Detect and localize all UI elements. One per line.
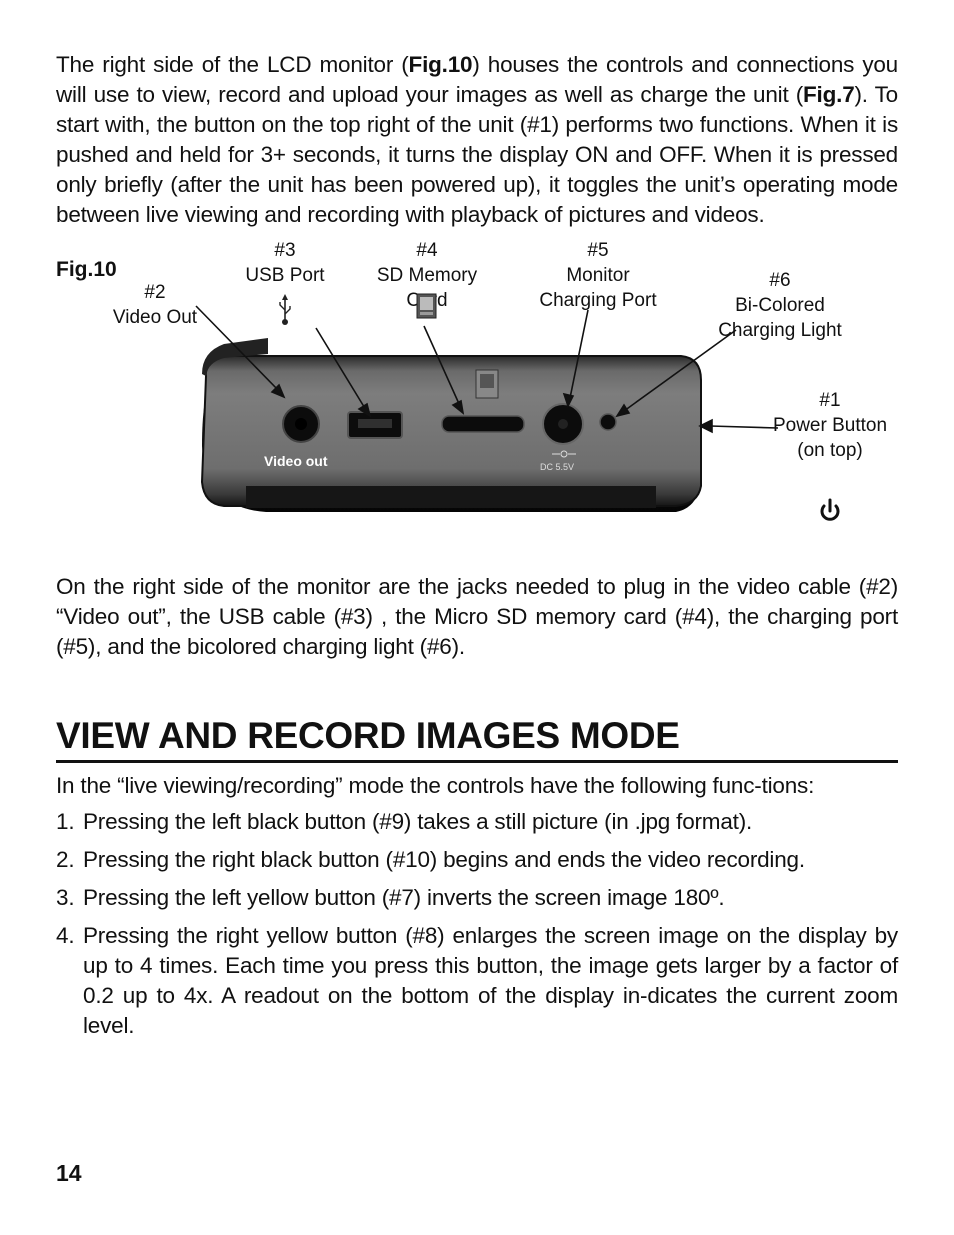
list-item-text: Pressing the right black button (#10) be… bbox=[83, 847, 805, 872]
device-illustration: Video out DC 5.5V bbox=[195, 293, 840, 521]
sd-card-slot bbox=[441, 415, 525, 433]
callout-usb-port: #3 USB Port bbox=[230, 238, 340, 288]
callout-usb-label: USB Port bbox=[245, 265, 325, 286]
figure-10: Fig.10 #2 Video Out #3 USB Port #4 SD Me… bbox=[56, 240, 898, 556]
list-item-number: 4. bbox=[56, 923, 75, 948]
video-out-device-label: Video out bbox=[264, 453, 328, 469]
callout-charging-light: #6 Bi-Colored Charging Light bbox=[708, 268, 852, 343]
callout-usb-number: #3 bbox=[274, 240, 296, 261]
callout-charging-port: #5 Monitor Charging Port bbox=[528, 238, 668, 313]
list-item-number: 3. bbox=[56, 885, 75, 910]
dc-label: DC 5.5V bbox=[540, 462, 574, 472]
list-item-text: Pressing the left yellow button (#7) inv… bbox=[83, 885, 725, 910]
callout-power-label-2: (on top) bbox=[797, 440, 863, 461]
body-paragraph: On the right side of the monitor are the… bbox=[56, 574, 898, 659]
intro-paragraph: The right side of the LCD monitor (Fig.1… bbox=[56, 50, 898, 230]
callout-sd-label-1: SD Memory bbox=[376, 265, 478, 286]
callout-sd-number: #4 bbox=[416, 240, 438, 261]
intro-text-1: The right side of the LCD monitor ( bbox=[56, 52, 409, 77]
callout-power-button: #1 Power Button (on top) bbox=[766, 388, 894, 463]
intro-text-2: ) houses the controls and connections yo… bbox=[56, 52, 898, 107]
callout-light-label-2: Charging Light bbox=[718, 320, 842, 341]
section-intro: In the “live viewing/recording” mode the… bbox=[56, 773, 815, 798]
list-item-number: 1. bbox=[56, 809, 75, 834]
list-item: 1. Pressing the left black button (#9) ta… bbox=[56, 807, 898, 837]
list-item: 3. Pressing the left yellow button (#7) i… bbox=[56, 883, 898, 913]
list-item-text: Pressing the right yellow button (#8) en… bbox=[83, 923, 898, 1038]
callout-light-number: #6 bbox=[769, 270, 791, 291]
section-heading: VIEW AND RECORD IMAGES MODE bbox=[56, 714, 898, 763]
charging-light bbox=[599, 413, 617, 431]
page-number: 14 bbox=[56, 1160, 82, 1186]
callout-power-label-1: Power Button bbox=[772, 415, 888, 436]
page-content: The right side of the LCD monitor (Fig.1… bbox=[56, 50, 898, 1049]
list-item-number: 2. bbox=[56, 847, 75, 872]
callout-power-number: #1 bbox=[819, 390, 841, 411]
callout-video-out-number: #2 bbox=[144, 282, 166, 303]
intro-text-3: ). To start with, the button on the top … bbox=[56, 82, 898, 227]
callout-charging-number: #5 bbox=[587, 240, 609, 261]
list-item-text: Pressing the left black button (#9) take… bbox=[83, 809, 753, 834]
fig10-reference: Fig.10 bbox=[408, 52, 473, 77]
callout-video-out: #2 Video Out bbox=[100, 280, 210, 330]
fig7-reference: Fig.7 bbox=[803, 82, 855, 107]
callout-charging-label-1: Monitor bbox=[566, 265, 630, 286]
list-item: 4. Pressing the right yellow button (#8) … bbox=[56, 921, 898, 1041]
sd-card-icon bbox=[416, 293, 437, 319]
power-icon bbox=[820, 498, 840, 521]
usb-icon bbox=[279, 294, 291, 325]
figure-label: Fig.10 bbox=[56, 258, 117, 281]
list-item: 2. Pressing the right black button (#10) … bbox=[56, 845, 898, 875]
instruction-list: 1. Pressing the left black button (#9) ta… bbox=[56, 807, 898, 1041]
callout-light-label-1: Bi-Colored bbox=[735, 295, 825, 316]
callout-charging-label-2: Charging Port bbox=[539, 290, 657, 311]
callout-video-out-label: Video Out bbox=[112, 307, 198, 328]
